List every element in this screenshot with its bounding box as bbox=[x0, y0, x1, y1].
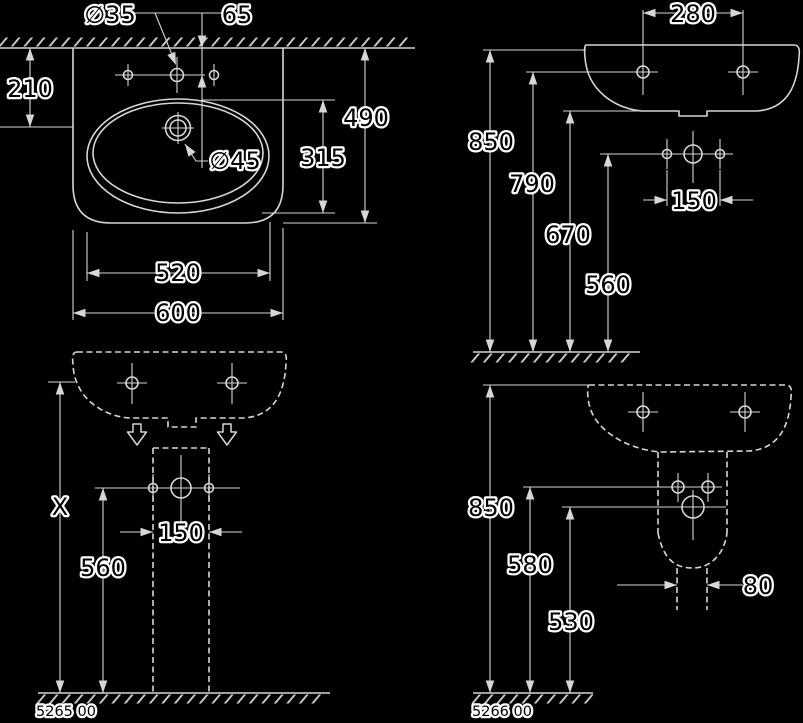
arrow-up bbox=[359, 47, 371, 62]
arrow-down bbox=[359, 209, 371, 224]
dim-label-790: 790 bbox=[509, 170, 555, 198]
arrow-down bbox=[317, 199, 329, 214]
arrow-left bbox=[719, 194, 734, 206]
dim-line-790 bbox=[526, 71, 628, 352]
dim-label-520: 520 bbox=[155, 259, 201, 287]
arrow-left bbox=[642, 7, 657, 19]
fixing-hole-centerlines bbox=[117, 363, 147, 404]
mounting-direction-arrow-icon bbox=[216, 423, 238, 446]
dim-label-65: 65 bbox=[222, 1, 253, 29]
model-number-label: 5266 00 bbox=[472, 704, 532, 720]
arrow-up bbox=[564, 506, 576, 521]
basin-outline-plan bbox=[72, 48, 284, 224]
outlet-centerlines bbox=[562, 490, 726, 540]
arrow-down bbox=[527, 338, 539, 353]
arrow-up bbox=[527, 71, 539, 86]
view-side-with-pedestal: 850 580 530 80 5266 00 bbox=[466, 384, 793, 722]
arrow-right bbox=[256, 267, 271, 279]
fixing-hole-centerlines bbox=[728, 10, 758, 95]
arrow-up bbox=[524, 486, 536, 501]
arrow-up bbox=[196, 74, 208, 89]
arrow-down bbox=[564, 679, 576, 694]
arrow-down bbox=[97, 679, 109, 694]
fixing-hole-centerlines bbox=[217, 363, 247, 404]
dim-line-315 bbox=[202, 99, 335, 214]
arrow-up bbox=[484, 49, 496, 64]
arrow-leader bbox=[166, 50, 181, 68]
arrow-up bbox=[54, 381, 66, 396]
model-number-label: 5265 00 bbox=[36, 704, 96, 720]
pedestal-outline-hidden bbox=[657, 452, 728, 610]
basin-outline-front bbox=[583, 44, 801, 117]
arrow-left bbox=[72, 307, 87, 319]
dim-label-850: 850 bbox=[468, 128, 514, 156]
arrow-down bbox=[484, 338, 496, 353]
dim-label-drain-dia: ∅45 bbox=[209, 147, 260, 175]
dim-label-600: 600 bbox=[155, 299, 201, 327]
bowl-outer bbox=[86, 98, 270, 214]
arrow-down bbox=[602, 338, 614, 353]
dim-label-210: 210 bbox=[7, 75, 53, 103]
arrow-left bbox=[208, 526, 223, 538]
basin-outline-hidden bbox=[586, 384, 793, 453]
dim-label-315: 315 bbox=[300, 144, 346, 172]
dim-line-210 bbox=[0, 48, 73, 128]
arrow-up bbox=[564, 110, 576, 125]
dim-label-490: 490 bbox=[343, 104, 389, 132]
dim-line-520 bbox=[86, 222, 271, 281]
arrow-up bbox=[602, 153, 614, 168]
arrow-up bbox=[317, 99, 329, 114]
dim-label-560: 560 bbox=[585, 271, 631, 299]
dim-line-600 bbox=[72, 228, 284, 320]
dim-line-850 bbox=[483, 384, 589, 693]
arrow-right bbox=[653, 194, 668, 206]
dim-label-150: 150 bbox=[158, 519, 204, 547]
basin-outline-hidden bbox=[71, 351, 288, 428]
dim-label-280: 280 bbox=[670, 0, 716, 28]
drain-centerlines bbox=[162, 112, 194, 144]
arrow-right bbox=[729, 7, 744, 19]
arrow-up bbox=[24, 47, 36, 62]
dim-label-faucet-dia: ∅35 bbox=[84, 1, 135, 29]
arrow-down bbox=[484, 679, 496, 694]
fixing-hole-centerlines bbox=[628, 392, 658, 432]
arrow-right bbox=[663, 579, 678, 591]
arrow-up bbox=[97, 487, 109, 502]
view-plan: ∅35 65 210 490 315 ∅45 520 600 bbox=[0, 0, 418, 329]
dim-line-x bbox=[48, 381, 75, 693]
view-front-wall-mounted: 280 850 790 670 560 150 bbox=[466, 0, 801, 363]
arrow-up bbox=[484, 384, 496, 399]
arrow-down bbox=[524, 679, 536, 694]
arrow-leader bbox=[180, 140, 197, 158]
arrow-left bbox=[706, 579, 721, 591]
arrow-right bbox=[139, 526, 154, 538]
view-front-with-pedestal: 150 560 X 5265 00 bbox=[34, 351, 330, 722]
dim-label-530: 530 bbox=[548, 608, 594, 636]
dim-label-580: 580 bbox=[507, 551, 553, 579]
dim-label-80: 80 bbox=[743, 572, 774, 600]
arrow-right bbox=[269, 307, 284, 319]
dim-line-850 bbox=[483, 49, 586, 352]
arrow-down bbox=[24, 113, 36, 128]
mounting-direction-arrow-icon bbox=[126, 423, 148, 446]
dim-label-560: 560 bbox=[80, 554, 126, 582]
dim-line-670 bbox=[563, 110, 640, 352]
dim-label-150: 150 bbox=[671, 187, 717, 215]
fixing-hole-centerlines bbox=[628, 10, 658, 95]
dim-line-490 bbox=[283, 48, 377, 224]
bowl-inner bbox=[92, 102, 264, 204]
dim-label-850: 850 bbox=[468, 494, 514, 522]
dim-label-x: X bbox=[52, 493, 68, 521]
arrow-down bbox=[54, 679, 66, 694]
dim-label-670: 670 bbox=[545, 221, 591, 249]
fixing-hole-centerlines bbox=[730, 392, 760, 432]
arrow-left bbox=[86, 267, 101, 279]
arrow-down bbox=[564, 338, 576, 353]
